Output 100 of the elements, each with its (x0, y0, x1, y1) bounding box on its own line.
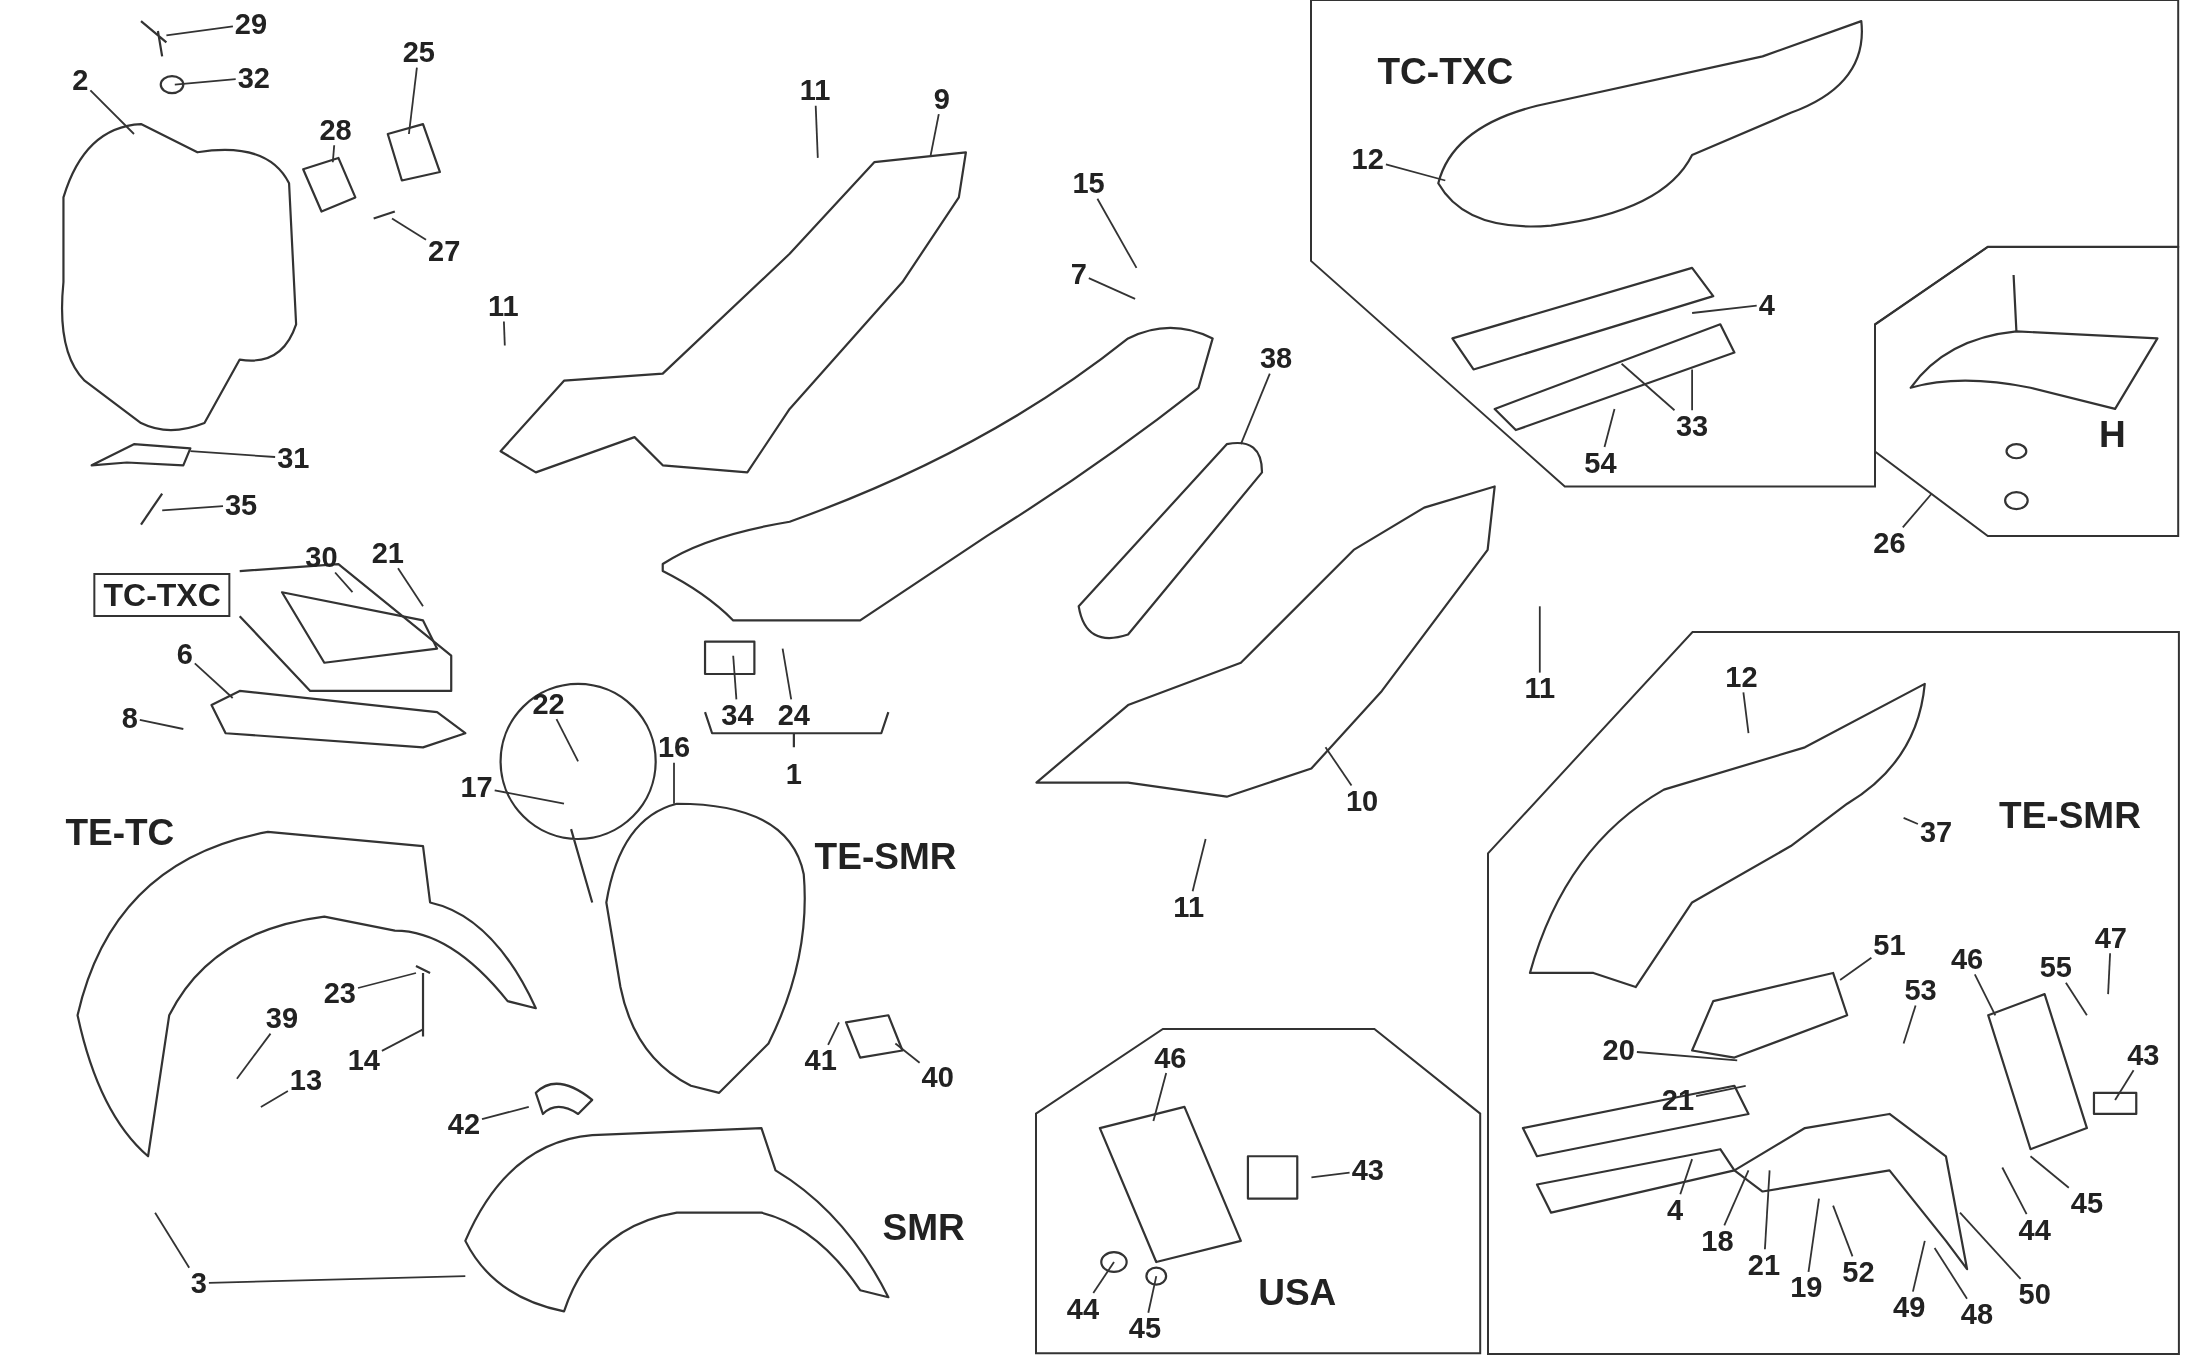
leader-line (397, 567, 424, 608)
callout-number: 19 (1788, 1271, 1825, 1303)
callout-number: 11 (1171, 891, 1206, 923)
callout-number: 20 (1600, 1035, 1637, 1066)
leader-line (331, 144, 336, 164)
leader-line (481, 1106, 530, 1120)
callout-number: 14 (345, 1044, 382, 1076)
callout-number: 15 (1070, 167, 1107, 199)
leader-line (673, 761, 675, 805)
leader-line (1933, 1247, 1968, 1300)
callout-number: 49 (1891, 1291, 1928, 1323)
leader-line (1603, 408, 1616, 448)
leader-line (1096, 197, 1138, 269)
leader-line (2107, 952, 2111, 995)
callout-number: 18 (1699, 1225, 1736, 1257)
leader-line (1191, 838, 1207, 893)
leader-line (1636, 1051, 1739, 1062)
leader-line (161, 505, 224, 512)
leader-line (1912, 1240, 1926, 1293)
callout-number: 29 (232, 8, 270, 40)
callout-number: 4 (1756, 289, 1777, 321)
leader-line (334, 571, 354, 594)
callout-number: 38 (1258, 342, 1295, 374)
callout-number: 43 (1349, 1154, 1386, 1186)
callout-number: 50 (2016, 1278, 2053, 1310)
leader-line (1695, 1084, 1747, 1097)
leader-line (1723, 1169, 1750, 1227)
callout-number: 26 (1871, 527, 1908, 559)
callout-number: 12 (1349, 143, 1386, 175)
leader-line (1691, 304, 1758, 314)
callout-number: 48 (1958, 1298, 1996, 1330)
callout-number: 41 (802, 1044, 839, 1076)
callout-number: 52 (1840, 1256, 1877, 1288)
callout-number: 44 (1064, 1293, 1102, 1325)
callout-number: 39 (263, 1002, 301, 1034)
leader-line (814, 104, 819, 159)
variant-label: USA (1258, 1273, 1337, 1311)
callout-number: 8 (119, 702, 140, 734)
callout-number: 51 (1871, 929, 1908, 961)
callout-number: 6 (174, 638, 195, 670)
callout-number: 13 (287, 1064, 325, 1096)
leader-line (1538, 605, 1541, 674)
leader-line (929, 113, 940, 156)
callout-number: 2 (70, 64, 91, 96)
callout-number: 37 (1917, 816, 1955, 848)
leader-line (1092, 1261, 1115, 1294)
callout-number: 46 (1948, 943, 1986, 975)
callout-number: 4 (1665, 1194, 1686, 1226)
leader-line (154, 1211, 191, 1269)
leader-line (1902, 816, 1919, 825)
callout-number: 30 (303, 541, 340, 573)
callout-number: 53 (1902, 974, 1939, 1006)
callout-number: 11 (797, 74, 833, 106)
callout-number: 3 (188, 1267, 209, 1299)
leader-line (89, 89, 135, 135)
callout-number: 23 (321, 977, 358, 1009)
callout-number: 34 (719, 699, 756, 731)
variant-label: SMR (882, 1208, 965, 1246)
leader-line (193, 662, 234, 699)
leader-line (1832, 1204, 1854, 1258)
leader-line (2114, 1069, 2135, 1101)
leader-line (1324, 746, 1353, 787)
leader-line (1240, 372, 1271, 446)
variant-label: H (2098, 415, 2126, 453)
leader-line (781, 647, 793, 701)
callout-number: 21 (369, 537, 406, 569)
callout-number: 24 (775, 699, 812, 731)
leader-line (236, 1032, 272, 1080)
callout-number: 45 (2068, 1187, 2106, 1219)
callout-number: 47 (2092, 922, 2129, 954)
leader-line (357, 972, 417, 989)
callout-number: 25 (400, 36, 437, 68)
leader-line (260, 1090, 289, 1108)
callout-number: 16 (655, 731, 693, 763)
leader-line (2001, 1166, 2028, 1215)
leader-line (1764, 1169, 1771, 1251)
leader-line (1310, 1171, 1351, 1179)
callout-number: 40 (919, 1061, 956, 1093)
leader-line (1901, 492, 1933, 529)
callout-number: 31 (275, 442, 312, 474)
variant-label: TC-TXC (1377, 52, 1514, 89)
callout-number: 42 (445, 1108, 483, 1140)
callout-number: 44 (2016, 1214, 2053, 1246)
leader-line (827, 1021, 840, 1046)
callout-number: 10 (1344, 785, 1381, 817)
callout-number: 32 (235, 62, 272, 94)
leader-line (173, 78, 237, 86)
callout-number: 55 (2037, 951, 2074, 983)
leader-line (391, 217, 427, 241)
leader-line (503, 320, 506, 347)
callout-number: 11 (1522, 672, 1558, 704)
callout-number: 21 (1745, 1249, 1783, 1281)
leader-line (208, 1275, 467, 1284)
leader-line (1691, 368, 1693, 412)
leader-line (493, 789, 565, 805)
leader-line (1902, 1004, 1917, 1045)
callout-number: 35 (223, 489, 260, 521)
leader-line (1620, 362, 1676, 412)
variant-label: TE-SMR (1999, 796, 2141, 834)
callout-number: 7 (1068, 258, 1089, 290)
